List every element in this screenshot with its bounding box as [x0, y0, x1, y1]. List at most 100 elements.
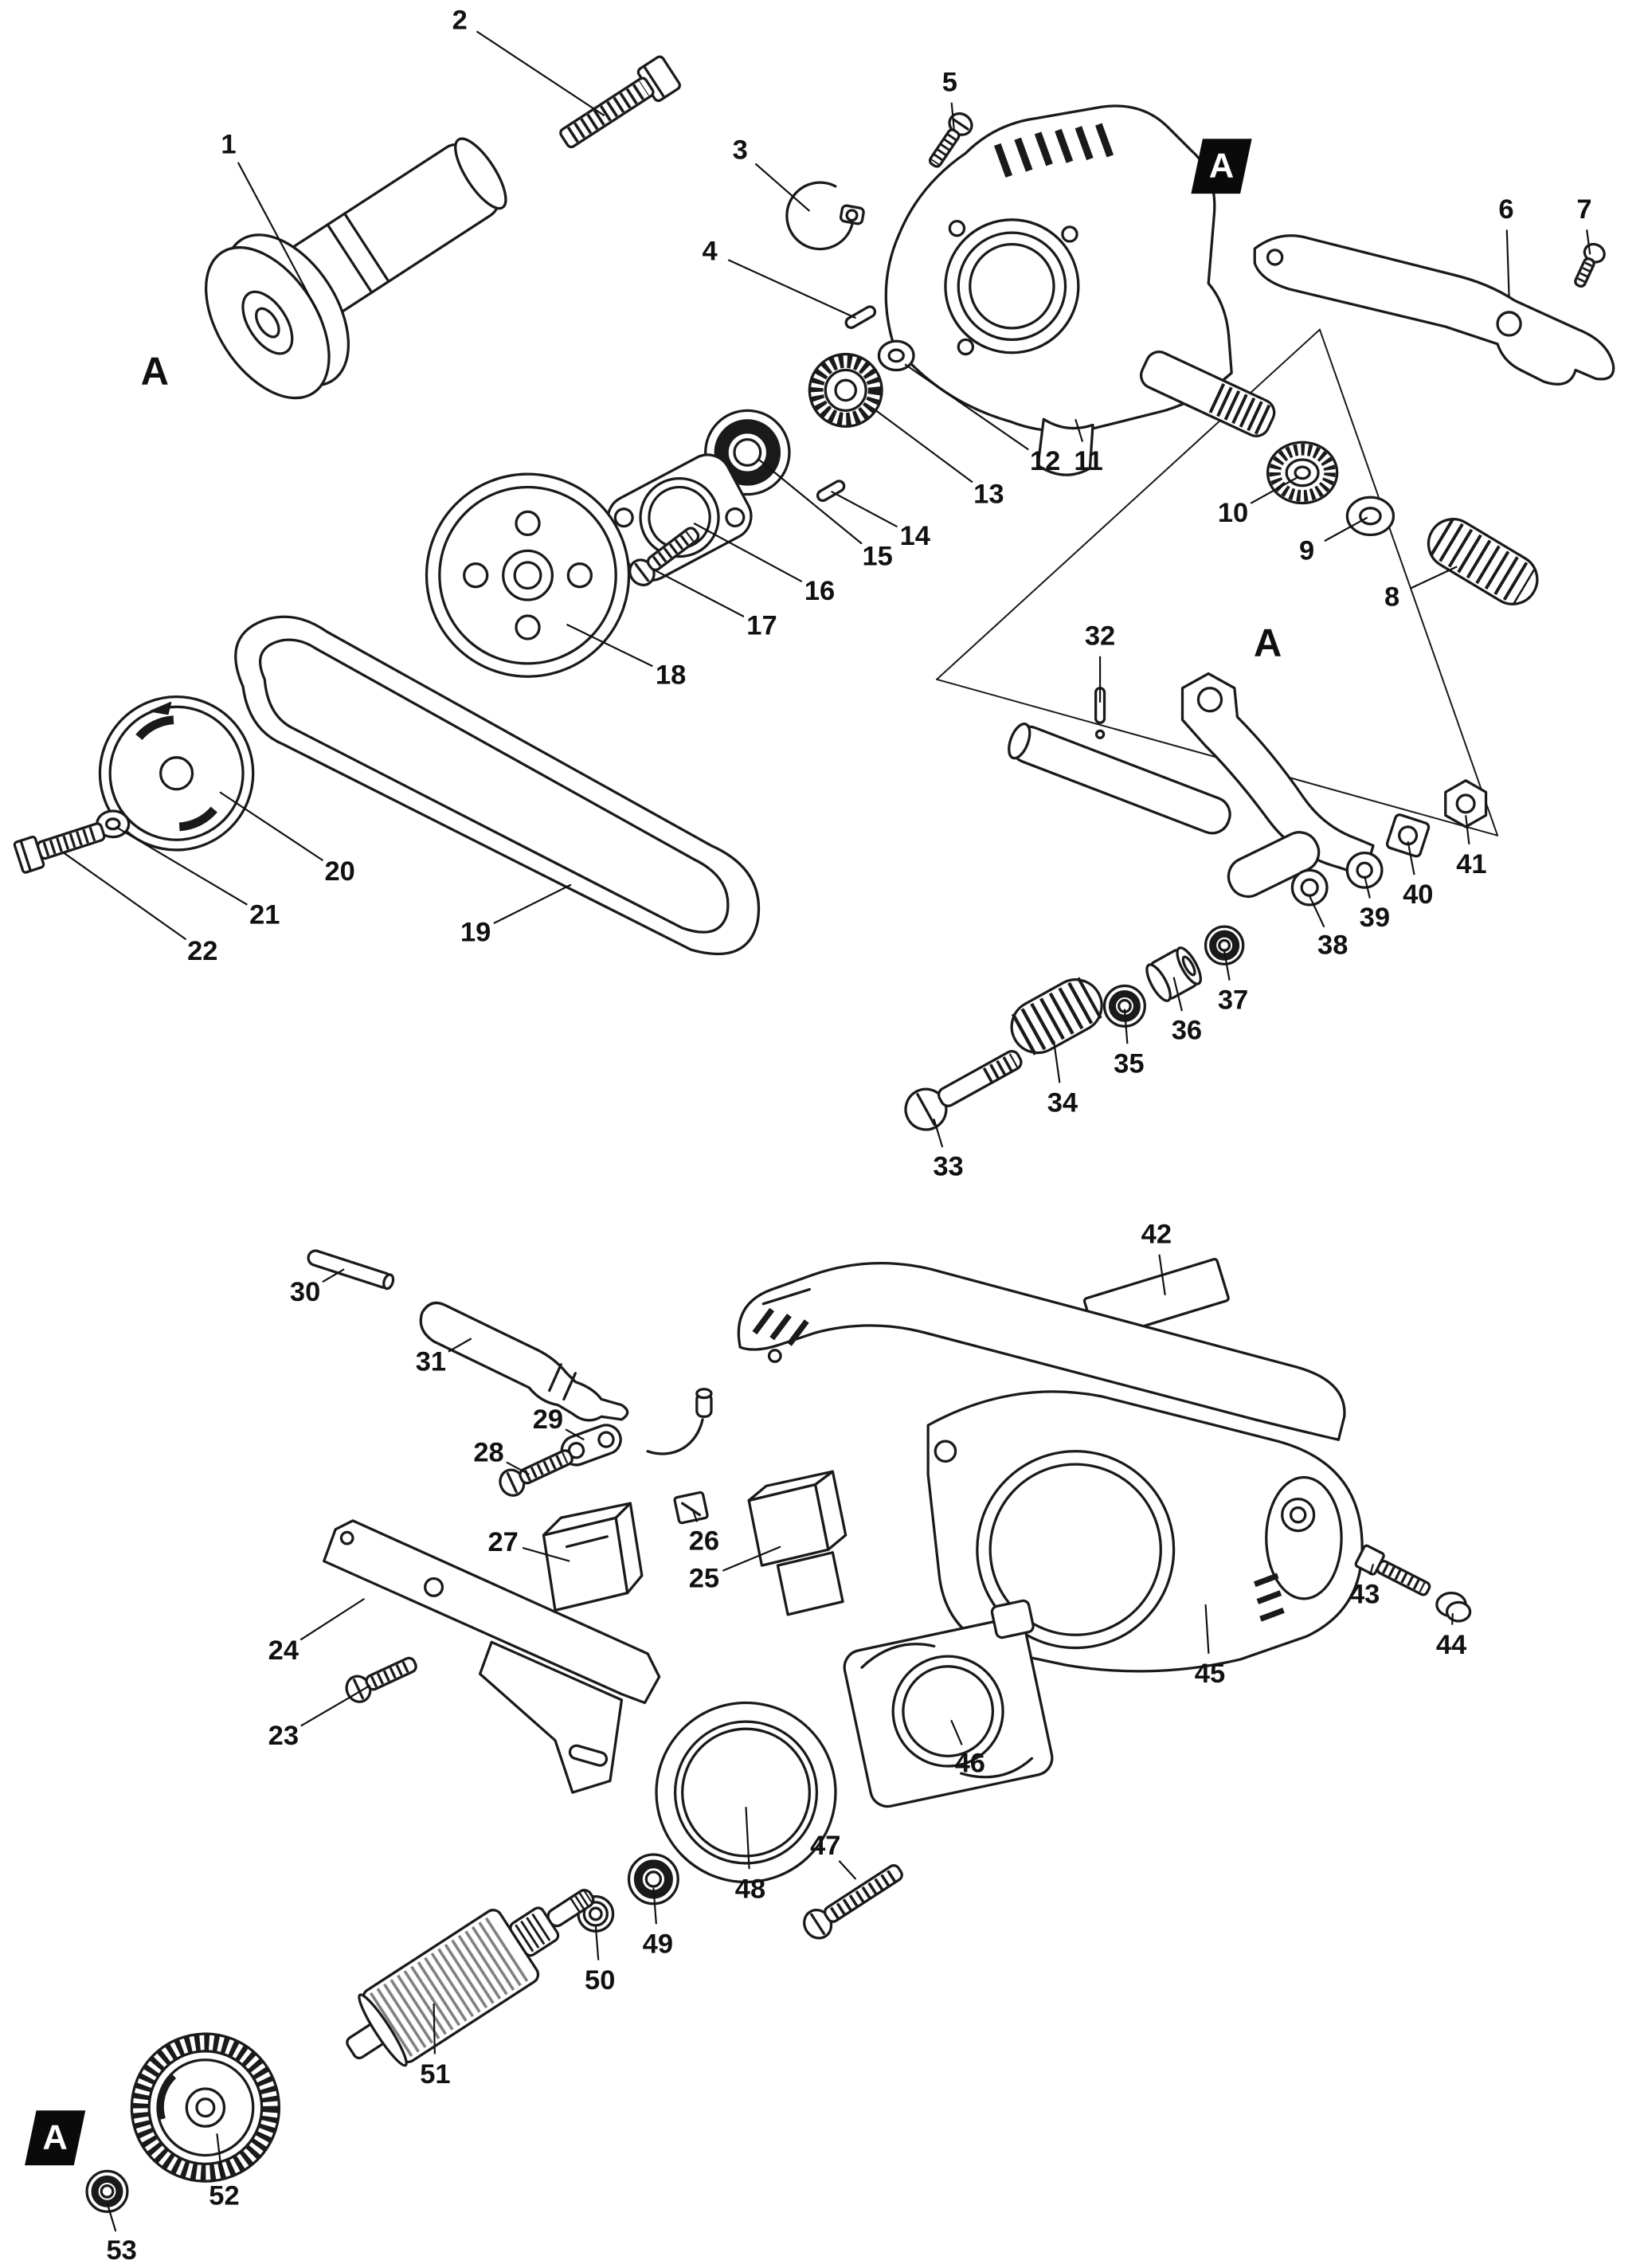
part-number-label: 24	[268, 1635, 299, 1666]
part-number-label: 44	[1436, 1630, 1466, 1660]
part-callout-9: 9	[1299, 516, 1368, 566]
leader-line	[448, 1338, 472, 1353]
part-callout-39: 39	[1360, 875, 1390, 933]
part-callout-40: 40	[1403, 840, 1433, 910]
part-number-label: 1	[221, 129, 236, 159]
part-number-label: 12	[1030, 446, 1060, 476]
part-callout-17: 17	[652, 568, 777, 641]
leader-line	[63, 852, 187, 941]
detail-marker-badge: A	[25, 2110, 86, 2166]
part-28-screw	[499, 1449, 573, 1497]
part-13-gear	[808, 352, 883, 428]
leader-line	[1172, 977, 1184, 1012]
part-callout-10: 10	[1218, 476, 1299, 528]
part-12-washer	[877, 339, 915, 372]
part-40-square-nut	[1385, 813, 1431, 858]
part-callout-30: 30	[290, 1268, 345, 1307]
leader-line	[1407, 840, 1415, 875]
marker-label: A	[42, 2119, 67, 2157]
part-callout-15: 15	[758, 459, 893, 572]
part-callout-35: 35	[1114, 1009, 1145, 1079]
leader-line	[237, 162, 323, 319]
part-callout-16: 16	[693, 522, 835, 606]
marker-label: A	[141, 350, 169, 393]
part-number-label: 42	[1141, 1220, 1172, 1250]
part-30-pin	[307, 1249, 395, 1291]
part-number-label: 5	[942, 67, 957, 97]
part-45-motor-housing	[737, 1262, 1364, 1673]
part-24-baffle-plate	[323, 1519, 661, 1794]
part-callout-37: 37	[1218, 950, 1248, 1016]
part-callout-18: 18	[566, 623, 686, 690]
part-27-brush-holder	[542, 1502, 644, 1612]
leader-line	[758, 459, 863, 545]
part-36-spacer	[1145, 946, 1202, 1002]
part-52-gear	[130, 2032, 281, 2183]
leader-line	[652, 1887, 657, 1925]
part-number-label: 14	[900, 521, 930, 551]
part-callout-1: 1	[221, 129, 323, 319]
part-number-label: 22	[187, 936, 217, 966]
leader-line	[1410, 566, 1458, 590]
part-number-label: 45	[1195, 1659, 1225, 1689]
leader-line	[594, 1925, 600, 1961]
part-callout-38: 38	[1309, 895, 1348, 961]
part-callout-46: 46	[950, 1719, 985, 1779]
part-6-bracket	[1253, 234, 1615, 386]
part-number-label: 30	[290, 1277, 320, 1307]
leader-line	[1223, 950, 1231, 981]
part-14-pin	[816, 480, 846, 503]
part-callout-26: 26	[689, 1508, 719, 1556]
leader-line	[691, 1508, 699, 1522]
part-41-hex-nut	[1444, 779, 1488, 828]
part-number-label: 41	[1456, 849, 1486, 879]
part-39-ring	[1345, 851, 1384, 889]
part-callout-5: 5	[942, 67, 957, 131]
leader-line	[831, 490, 898, 528]
part-number-label: 3	[733, 135, 748, 166]
part-callout-33: 33	[933, 1118, 964, 1181]
part-callout-50: 50	[585, 1925, 615, 1996]
part-callout-45: 45	[1195, 1604, 1225, 1689]
part-number-label: 36	[1172, 1016, 1202, 1046]
part-10-gear	[1266, 441, 1339, 505]
part-number-label: 50	[585, 1965, 615, 1996]
leader-line	[693, 522, 803, 583]
leader-line	[1075, 418, 1084, 442]
leader-line	[106, 2203, 117, 2232]
part-number-label: 49	[643, 1929, 673, 1960]
leader-line	[1158, 1254, 1166, 1295]
part-3-retaining-clip	[785, 181, 865, 251]
part-callout-49: 49	[643, 1887, 673, 1960]
part-number-label: 51	[420, 2059, 450, 2090]
part-callout-47: 47	[810, 1831, 857, 1880]
part-number-label: 15	[862, 542, 892, 572]
part-callout-36: 36	[1172, 977, 1202, 1046]
part-number-label: 17	[746, 611, 777, 641]
part-number-label: 2	[452, 5, 468, 35]
part-number-label: 37	[1218, 985, 1248, 1016]
part-callout-44: 44	[1436, 1612, 1466, 1660]
leader-line	[1309, 895, 1325, 928]
part-callout-25: 25	[689, 1545, 781, 1593]
leader-line	[1204, 1604, 1210, 1654]
part-number-label: 34	[1047, 1087, 1078, 1118]
gear-housing	[884, 104, 1276, 476]
part-5-screw	[928, 112, 973, 168]
leader-line	[1369, 1564, 1375, 1576]
part-callout-27: 27	[488, 1527, 570, 1562]
part-number-label: 31	[416, 1346, 446, 1377]
part-callout-6: 6	[1498, 194, 1514, 297]
part-callout-28: 28	[473, 1438, 530, 1475]
part-34-spring	[1010, 977, 1103, 1056]
part-37-bearing	[1204, 925, 1245, 966]
part-46-stator	[843, 1599, 1054, 1808]
leader-line	[1505, 229, 1510, 297]
leader-line	[875, 409, 973, 484]
part-callout-53: 53	[106, 2203, 137, 2266]
part-callout-14: 14	[831, 490, 930, 551]
part-44-brush-cap	[1435, 1591, 1472, 1623]
